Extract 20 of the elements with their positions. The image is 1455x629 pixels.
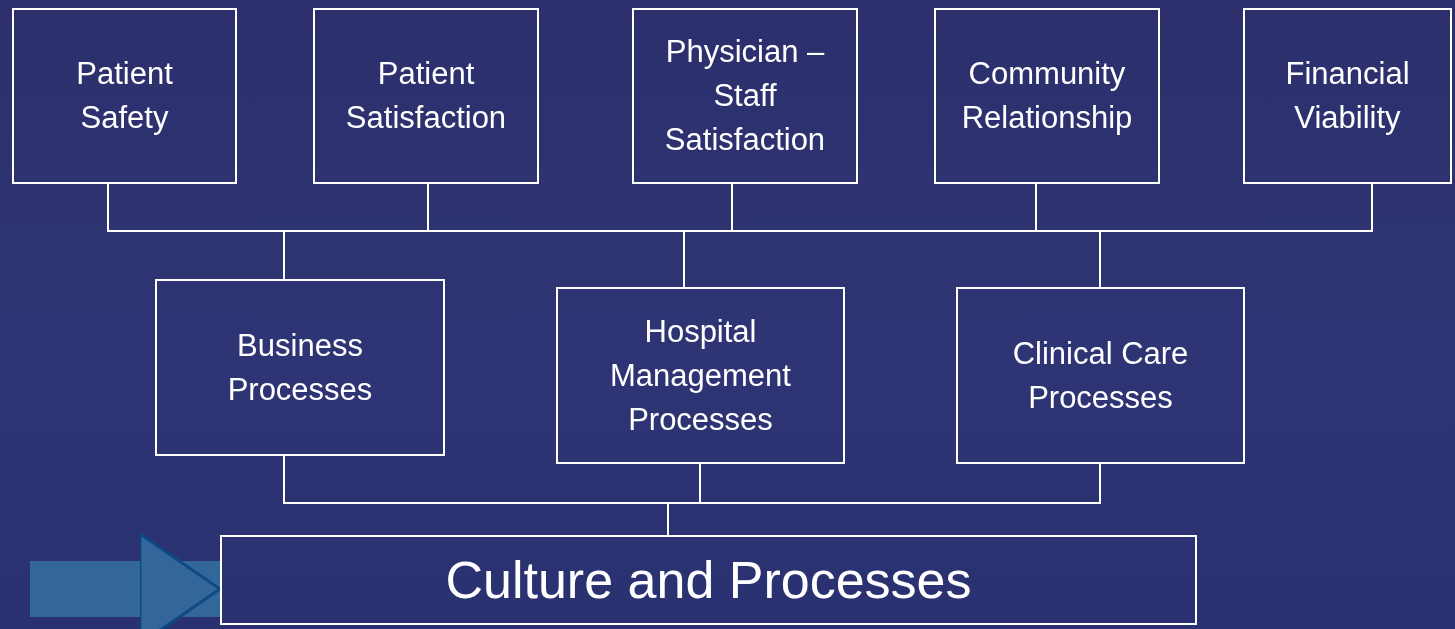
process-box bbox=[313, 8, 539, 184]
box-label: Hospital Management Processes bbox=[609, 312, 792, 439]
block-arrow bbox=[30, 532, 222, 629]
process-box bbox=[155, 279, 445, 456]
box-label: Business Processes bbox=[226, 326, 374, 409]
process-box bbox=[220, 535, 1197, 625]
box-label: Community Relationship bbox=[960, 55, 1134, 137]
process-box bbox=[934, 8, 1160, 184]
process-box bbox=[556, 287, 845, 464]
process-box bbox=[956, 287, 1245, 464]
connector-line bbox=[1099, 183, 1373, 288]
process-box bbox=[12, 8, 237, 184]
box-label: Clinical Care Processes bbox=[1011, 334, 1190, 417]
box-label: Physician – Staff Satisfaction bbox=[663, 33, 827, 159]
box-label: Patient Satisfaction bbox=[344, 55, 508, 137]
process-box bbox=[1243, 8, 1452, 184]
box-label: Culture and Processes bbox=[445, 550, 972, 610]
process-box bbox=[632, 8, 858, 184]
box-label: Patient Safety bbox=[75, 55, 174, 137]
box-label: Financial Viability bbox=[1284, 55, 1411, 137]
